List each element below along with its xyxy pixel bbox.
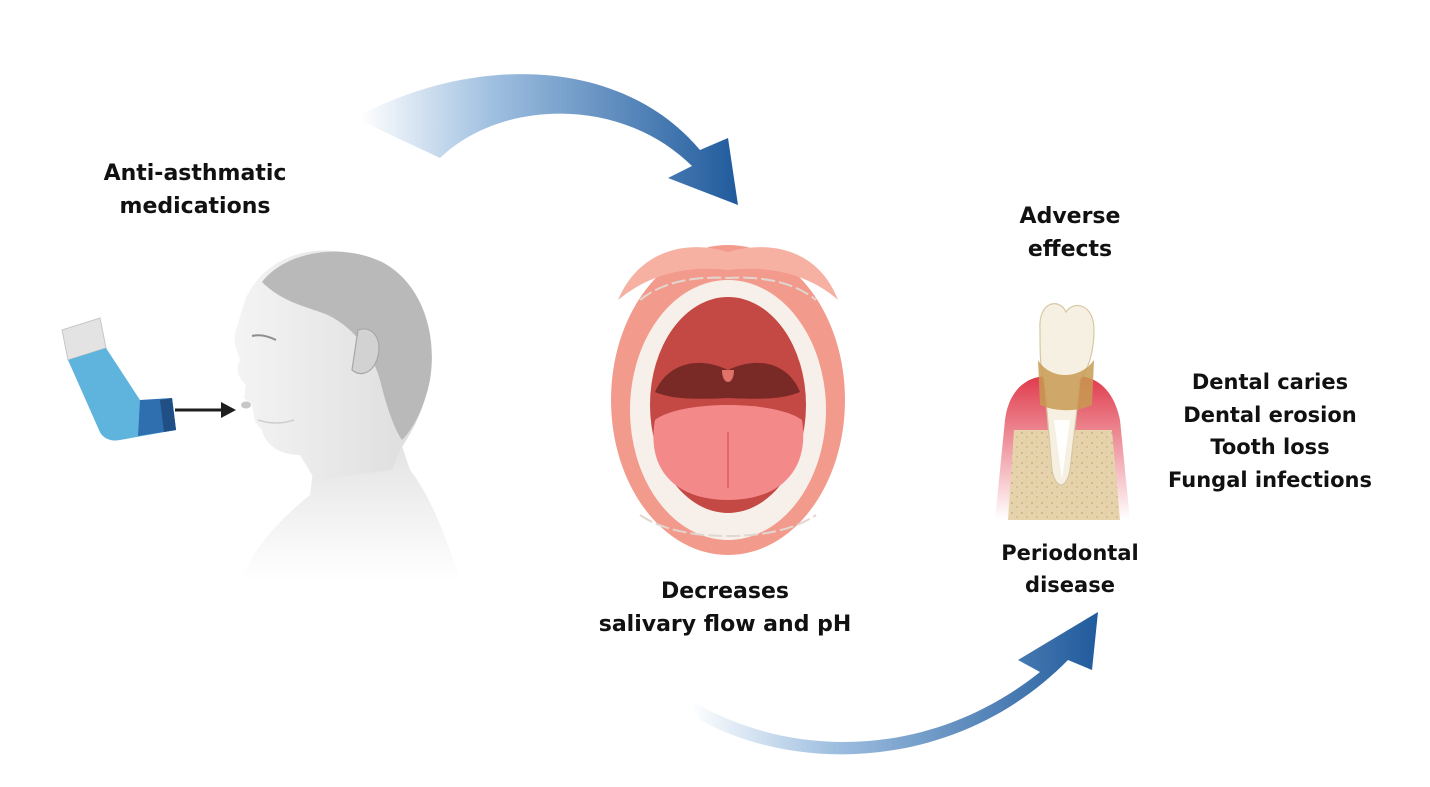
periodontal-line1: Periodontal <box>1001 541 1139 565</box>
effect-item: Tooth loss <box>1210 435 1330 460</box>
input-title-line2: medications <box>119 194 271 219</box>
outcome-title: Adverse effects <box>980 200 1160 266</box>
input-title: Anti-asthmatic medications <box>60 157 330 223</box>
tooth-icon <box>995 303 1130 520</box>
periodontal-line2: disease <box>1025 572 1115 597</box>
inhale-arrow-icon <box>175 402 236 418</box>
person-icon <box>234 250 460 580</box>
mechanism-label: Decreases salivary flow and pH <box>560 575 890 641</box>
input-title-line1: Anti-asthmatic <box>103 161 287 186</box>
outcome-title-line2: effects <box>1027 237 1113 262</box>
effect-item: Dental erosion <box>1183 402 1357 427</box>
mechanism-line1: Decreases <box>661 579 789 604</box>
effects-list: Dental caries Dental erosion Tooth loss … <box>1160 366 1380 496</box>
arrow-icon-top <box>355 74 738 205</box>
effect-item: Fungal infections <box>1167 467 1372 492</box>
mechanism-line2: salivary flow and pH <box>598 612 852 637</box>
mouth-icon <box>611 245 845 555</box>
effect-item: Dental caries <box>1191 370 1349 394</box>
periodontal-label: Periodontal disease <box>975 538 1165 601</box>
outcome-title-line1: Adverse <box>1019 204 1121 229</box>
inhaler-icon <box>61 317 176 441</box>
